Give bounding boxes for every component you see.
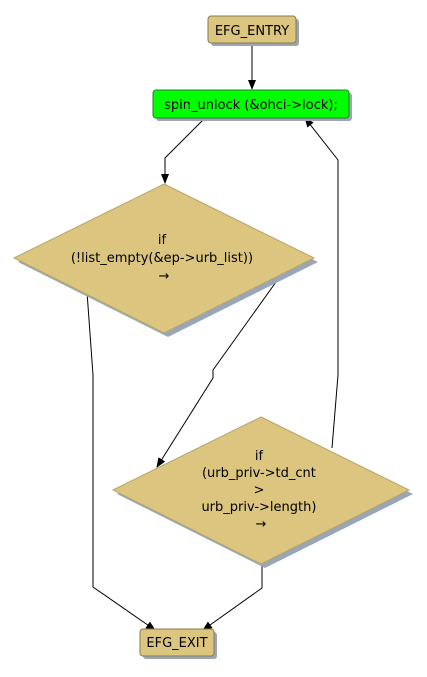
node-cond2-line-2: (urb_priv->td_cnt xyxy=(202,466,316,481)
node-cond2-line-1: if xyxy=(255,449,264,464)
node-unlock: spin_unlock (&ohci->lock); xyxy=(152,89,352,121)
node-entry-box xyxy=(207,15,297,44)
edge-cond2-loop-to-unlock xyxy=(304,117,339,449)
node-cond1-line-3: → xyxy=(159,269,170,284)
node-cond1-diamond xyxy=(12,183,316,334)
node-cond2: if (urb_priv->td_cnt > urb_priv->length)… xyxy=(111,416,413,568)
node-entry: EFG_ENTRY xyxy=(207,15,299,46)
node-cond2-line-4: urb_priv->length) xyxy=(201,500,316,515)
node-cond1-line-2: (!list_empty(&ep->urb_list)) xyxy=(71,251,253,266)
edge-cond2-to-exit xyxy=(202,565,263,631)
node-exit-box xyxy=(139,628,215,657)
node-entry-label: EFG_ENTRY xyxy=(215,24,289,39)
node-unlock-box xyxy=(152,89,350,119)
node-cond1-text: if (!list_empty(&ep->urb_list)) → xyxy=(71,233,257,284)
edge-unlock-to-cond1 xyxy=(161,119,204,184)
node-cond2-diamond xyxy=(111,416,411,565)
node-exit: EFG_EXIT xyxy=(139,628,217,659)
node-exit-label: EFG_EXIT xyxy=(146,636,207,651)
edges xyxy=(86,45,339,631)
node-cond2-line-5: → xyxy=(256,517,267,532)
edge-cond1-to-exit xyxy=(86,291,156,631)
edge-cond1-to-cond2 xyxy=(156,274,282,468)
node-unlock-label: spin_unlock (&ohci->lock); xyxy=(164,98,338,113)
node-cond2-line-3: > xyxy=(253,483,264,498)
node-cond1-line-1: if xyxy=(158,233,167,248)
node-cond1: if (!list_empty(&ep->urb_list)) → xyxy=(12,183,318,337)
node-cond2-text: if (urb_priv->td_cnt > urb_priv->length)… xyxy=(201,449,320,532)
